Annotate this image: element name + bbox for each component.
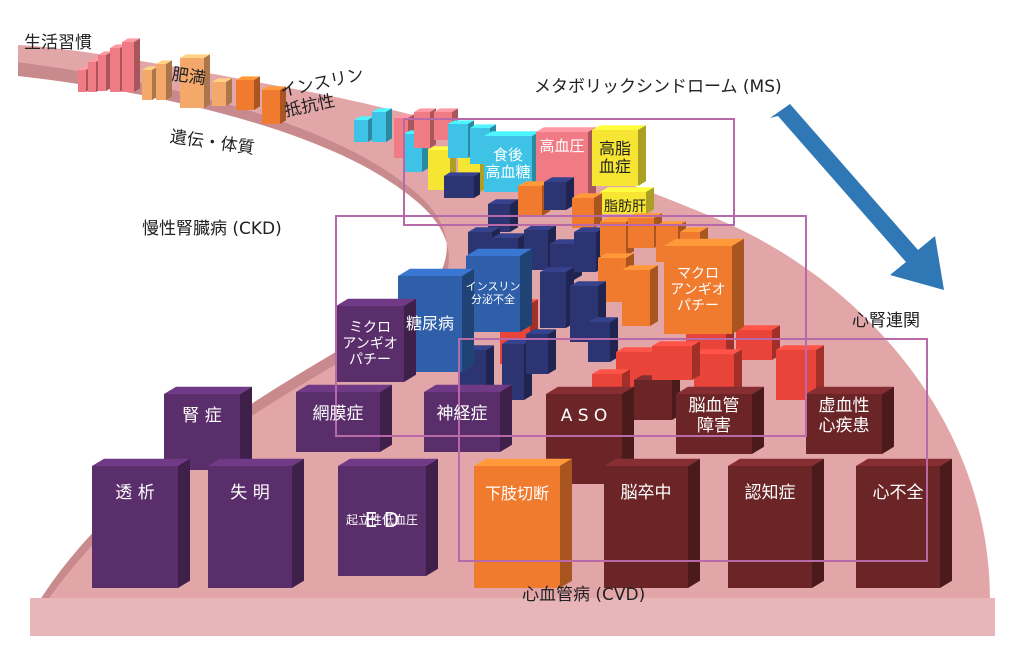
microangiopathy-block <box>336 298 416 382</box>
road-block-mid <box>526 329 556 374</box>
road-block-mid <box>600 187 654 214</box>
road-block-mid <box>652 341 700 380</box>
ed-label: E D <box>364 507 400 532</box>
obesity-label: 肥満 <box>170 64 207 90</box>
road-block-mid <box>736 325 780 360</box>
road-block-small <box>122 38 140 92</box>
dialysis-block <box>92 458 190 588</box>
dialysis-label: 透 析 <box>115 483 155 504</box>
stroke-block <box>604 458 700 588</box>
cvd-region <box>458 338 928 562</box>
road-block-mid <box>622 265 658 326</box>
road-block-small <box>236 76 260 110</box>
ischemic-heart-label: 虚血性 心疾患 <box>818 396 870 436</box>
road-block-mid <box>572 193 602 228</box>
road-block-mid <box>776 345 824 400</box>
dementia-label: 認知症 <box>744 483 796 504</box>
microangiopathy-label: ミクロ アンギオ パチー <box>342 319 398 369</box>
ckd-region <box>335 215 807 437</box>
road-block-mid <box>592 125 646 186</box>
dyslipidemia-label: 高脂 血症 <box>598 138 631 176</box>
heart-failure-label: 心不全 <box>872 483 924 504</box>
road-base <box>30 598 995 636</box>
dementia-block <box>728 458 824 588</box>
road-block-small <box>212 78 232 106</box>
insulin-secretion-block <box>466 248 532 332</box>
fatty-liver-label: 脂肪肝 <box>604 198 646 215</box>
road-block-small <box>262 86 286 124</box>
neuropathy-label: 神経症 <box>436 404 488 425</box>
nephropathy-label: 腎 症 <box>182 406 222 427</box>
cardio-renal-label: 心腎連関 <box>852 311 920 331</box>
stroke-label: 脳卒中 <box>620 483 672 504</box>
lifestyle-label: 生活習慣 <box>24 33 92 53</box>
ms-title: メタボリックシンドローム (MS) <box>534 77 782 97</box>
ms-region <box>403 118 735 226</box>
blindness-label: 失 明 <box>230 483 270 504</box>
cardio-renal-arrow <box>770 104 944 290</box>
road-block-small <box>444 172 480 198</box>
insulin-secretion-label: インスリン 分泌不全 <box>465 280 521 306</box>
aso-label: A S O <box>560 406 608 427</box>
diabetes-label: 糖尿病 <box>405 313 454 333</box>
blindness-block <box>208 458 304 588</box>
road-block-small <box>180 54 210 108</box>
road-block-small <box>98 51 112 91</box>
ischemic-heart-block <box>806 386 894 454</box>
road-block-small <box>354 116 374 142</box>
cerebrovascular-label: 脳血管 障害 <box>688 396 740 436</box>
retinopathy-block <box>296 384 392 452</box>
ortho-hypo-label: 起立性低血圧 <box>345 513 418 528</box>
postprandial-label: 食後 高血糖 <box>485 145 531 181</box>
block-group <box>78 38 952 588</box>
cerebrovascular-block <box>676 386 764 454</box>
cvd-title: 心血管病 (CVD) <box>522 585 646 605</box>
amputation-label: 下肢切断 <box>484 483 549 503</box>
nephropathy-block <box>164 386 252 470</box>
amputation-block <box>474 458 572 588</box>
ckd-title: 慢性腎臓病 (CKD) <box>142 219 282 239</box>
retinopathy-label: 網膜症 <box>312 404 364 425</box>
road-block-small <box>156 60 172 100</box>
road-block-small <box>372 108 392 142</box>
hypertension-label: 高血圧 <box>539 137 585 156</box>
road-block-small <box>142 66 158 100</box>
road-block-mid <box>484 131 540 192</box>
macroangiopathy-label: マクロ アンギオ パチー <box>670 265 726 315</box>
ortho-hypo-block <box>338 458 438 576</box>
macroangiopathy-block <box>664 238 744 334</box>
road-block-mid <box>540 267 574 328</box>
